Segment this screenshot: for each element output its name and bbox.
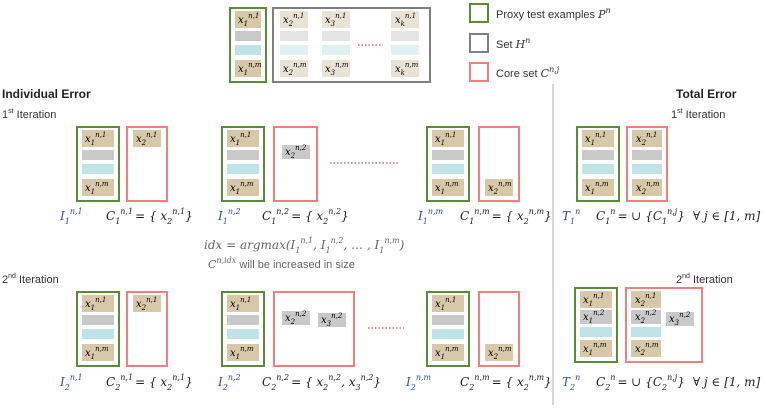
- svg-text:x1n,m: x1n,m: [85, 180, 109, 196]
- svg-text:x2n,m: x2n,m: [488, 180, 512, 196]
- svg-text:x2n,m: x2n,m: [488, 345, 512, 361]
- iter2-total-T2: T2n: [562, 373, 580, 392]
- iter1-coreset-2: C1n,2= { x2n,2}: [262, 207, 349, 226]
- iter2-group-1: x1n,1 x1n,m x2n,1: [76, 291, 168, 367]
- legend-set-h: x2n,1 x2n,m x3n,1 x3n,m xkn,1 xkn,m: [272, 7, 431, 83]
- svg-text:x1n,m: x1n,m: [230, 345, 254, 361]
- legend-keys: Proxy test examples Pn Set Hn Core set C…: [469, 3, 611, 82]
- svg-text:x1n,m: x1n,m: [583, 341, 607, 357]
- increase-note: Cn,idx will be increased in size: [208, 256, 355, 271]
- svg-text:x1n,1: x1n,1: [585, 131, 606, 147]
- iter1-error-I1-m: I1n,m: [417, 207, 444, 226]
- iter2-error-I2-2: I2n,2: [217, 373, 241, 392]
- iter1-error-I1-2: I1n,2: [217, 207, 241, 226]
- iteration-2-label-left: 2nd Iteration: [2, 273, 59, 286]
- svg-text:x1n,1: x1n,1: [583, 292, 604, 308]
- svg-text:x2n,1: x2n,1: [136, 131, 157, 147]
- svg-text:x1n,m: x1n,m: [85, 345, 109, 361]
- svg-text:x1n,1: x1n,1: [435, 296, 456, 312]
- svg-text:x1n,1: x1n,1: [238, 12, 259, 28]
- svg-text:x1n,m: x1n,m: [585, 180, 609, 196]
- svg-text:Core set Cn,j: Core set Cn,j: [496, 65, 560, 80]
- svg-text:Proxy test examples Pn: Proxy test examples Pn: [496, 6, 611, 21]
- iter2-total-coreset: C2n= ∪ {C2n,j}∀ j ∈ [1, m]: [596, 373, 761, 392]
- svg-text:x2n,1: x2n,1: [136, 296, 157, 312]
- iteration-1-label-right: 1st Iteration: [671, 108, 725, 121]
- svg-text:x2n,m: x2n,m: [635, 341, 659, 357]
- iter1-error-I1-1: I1n,1: [59, 207, 83, 226]
- iter1-group-m: x1n,1 x1n,m x2n,m: [426, 126, 520, 202]
- svg-text:x1n,m: x1n,m: [435, 345, 459, 361]
- svg-text:x3n,2: x3n,2: [321, 312, 343, 328]
- svg-text:x3n,1: x3n,1: [325, 12, 346, 28]
- iter2-total-group: x1n,1 x1n,2 x1n,m x2n,1 x2n,2 x3n,2 x2n,…: [574, 287, 703, 363]
- legend-top-stack: x1n,1 x1n,m: [229, 7, 267, 83]
- svg-text:x1n,1: x1n,1: [85, 131, 106, 147]
- iter2-coreset-m: C2n,m= { x2n,m}: [460, 373, 552, 392]
- iter2-group-m: x1n,1 x1n,m x2n,m: [426, 291, 520, 367]
- total-error-heading: Total Error: [676, 87, 737, 101]
- iter1-total-group: x1n,1 x1n,m x2n,1 x2n,m: [576, 126, 668, 202]
- svg-text:x1n,1: x1n,1: [85, 296, 106, 312]
- svg-text:x2n,2: x2n,2: [285, 310, 307, 326]
- svg-text:x3n,m: x3n,m: [325, 61, 349, 77]
- iter1-group-1: x1n,1 x1n,m x2n,1: [76, 126, 168, 202]
- iter2-error-I2-m: I2n,m: [405, 373, 432, 392]
- argmax-formula: idx = argmax(I1n,1, I1n,2, … , I1n,m): [204, 236, 405, 255]
- svg-text:x2n,2: x2n,2: [285, 144, 307, 160]
- iter1-coreset-m: C1n,m= { x2n,m}: [460, 207, 552, 226]
- svg-text:x2n,m: x2n,m: [283, 61, 307, 77]
- svg-text:x1n,1: x1n,1: [230, 296, 251, 312]
- iter2-coreset-2: C2n,2= { x2n,2, x3n,2}: [262, 373, 381, 392]
- iteration-1-label-left: 1st Iteration: [2, 108, 56, 121]
- svg-text:x1n,2: x1n,2: [583, 309, 605, 325]
- svg-text:x2n,2: x2n,2: [635, 309, 657, 325]
- iter2-error-I2-1: I2n,1: [59, 373, 83, 392]
- svg-text:x1n,1: x1n,1: [230, 131, 251, 147]
- iter2-coreset-1: C2n,1= { x2n,1}: [106, 373, 193, 392]
- svg-text:x2n,1: x2n,1: [283, 12, 304, 28]
- iter1-group-2: x1n,1 x1n,m x2n,2: [221, 126, 318, 202]
- svg-text:x1n,m: x1n,m: [238, 61, 262, 77]
- iter1-coreset-1: C1n,1= { x2n,1}: [106, 207, 193, 226]
- svg-text:Set Hn: Set Hn: [496, 36, 530, 51]
- svg-text:x2n,1: x2n,1: [636, 131, 657, 147]
- iter1-total-T1: T1n: [562, 207, 580, 226]
- iteration-2-label-right: 2nd Iteration: [676, 273, 733, 286]
- svg-text:x2n,m: x2n,m: [636, 180, 660, 196]
- svg-text:x1n,m: x1n,m: [435, 180, 459, 196]
- individual-error-heading: Individual Error: [2, 87, 91, 101]
- iter1-total-coreset: C1n= ∪ {C1n,j}∀ j ∈ [1, m]: [596, 207, 761, 226]
- svg-text:x1n,m: x1n,m: [230, 180, 254, 196]
- svg-text:xkn,1: xkn,1: [395, 12, 416, 28]
- svg-text:x1n,1: x1n,1: [435, 131, 456, 147]
- iter2-group-2: x1n,1 x1n,m x2n,2 x3n,2: [221, 291, 355, 367]
- svg-text:xkn,m: xkn,m: [395, 61, 419, 77]
- svg-text:x3n,2: x3n,2: [669, 311, 691, 327]
- svg-text:x2n,1: x2n,1: [635, 292, 656, 308]
